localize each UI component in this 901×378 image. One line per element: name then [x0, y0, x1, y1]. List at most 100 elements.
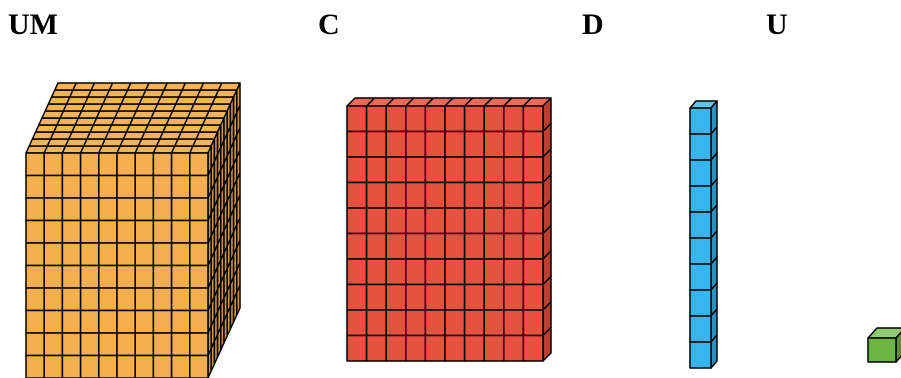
cube-front-cell [99, 266, 117, 289]
cube-front-cell [117, 221, 135, 244]
cube-front-cell [190, 288, 208, 311]
cube-front-cell [44, 176, 62, 199]
rod-front-cell [690, 316, 711, 342]
flat-front-cell [504, 106, 524, 132]
cube-front-cell [190, 176, 208, 199]
cube-front-cell [135, 198, 153, 221]
flat-front-cell [465, 310, 485, 336]
flat-front-cell [445, 285, 465, 311]
cube-front-cell [190, 333, 208, 356]
cube-front-cell [117, 153, 135, 176]
flat-front-cell [484, 234, 504, 260]
flat-front-cell [504, 336, 524, 362]
flat-front-cell [406, 183, 426, 209]
flat-front-cell [386, 183, 406, 209]
rod-front-cell [690, 160, 711, 186]
cube-front-cell [117, 266, 135, 289]
flat-front-cell [425, 259, 445, 285]
cube-front-cell [26, 311, 44, 334]
flat-front-cell [386, 310, 406, 336]
flat-front-cell [386, 208, 406, 234]
cube-front-cell [117, 311, 135, 334]
cube-front-cell [99, 311, 117, 334]
flat-front-cell [523, 106, 543, 132]
cube-front-cell [99, 198, 117, 221]
flat-front-cell [425, 285, 445, 311]
cube-front-cell [26, 176, 44, 199]
cube-front-cell [44, 266, 62, 289]
cube-front-cell [135, 288, 153, 311]
cube-front-cell [26, 266, 44, 289]
unit-front-face [868, 338, 896, 362]
unit-cube-block [868, 328, 901, 362]
flat-front-cell [484, 336, 504, 362]
flat-front-cell [347, 106, 367, 132]
cube-front-cell [172, 266, 190, 289]
flat-front-cell [465, 336, 485, 362]
flat-front-cell [445, 157, 465, 183]
flat-front-cell [367, 157, 387, 183]
cube-front-cell [135, 333, 153, 356]
cube-side-cell [237, 286, 240, 316]
flat-front-cell [406, 310, 426, 336]
cube-front-cell [117, 333, 135, 356]
flat-front-cell [445, 106, 465, 132]
flat-front-cell [465, 234, 485, 260]
flat-front-cell [523, 157, 543, 183]
cube-front-cell [135, 176, 153, 199]
cube-front-cell [99, 221, 117, 244]
cube-front-cell [135, 221, 153, 244]
cube-front-cell [81, 333, 99, 356]
flat-front-cell [523, 285, 543, 311]
flat-front-cell [425, 234, 445, 260]
cube-front-cell [153, 198, 171, 221]
cube-front-cell [172, 176, 190, 199]
cube-front-cell [99, 243, 117, 266]
flat-front-cell [523, 310, 543, 336]
flat-front-cell [484, 183, 504, 209]
flat-front-cell [425, 183, 445, 209]
rod-front-cell [690, 134, 711, 160]
cube-front-cell [44, 288, 62, 311]
flat-front-cell [347, 336, 367, 362]
flat-front-cell [484, 310, 504, 336]
flat-front-cell [484, 132, 504, 158]
cube-front-cell [99, 333, 117, 356]
cube-front-cell [62, 356, 80, 378]
flat-front-cell [465, 183, 485, 209]
cube-front-cell [26, 221, 44, 244]
flat-front-cell [406, 234, 426, 260]
cube-front-cell [26, 153, 44, 176]
cube-front-cell [190, 356, 208, 378]
flat-front-cell [465, 132, 485, 158]
cube-front-cell [153, 176, 171, 199]
flat-front-cell [445, 234, 465, 260]
thousand-cube-block [26, 83, 240, 378]
flat-front-cell [484, 208, 504, 234]
rod-front-cell [690, 290, 711, 316]
flat-front-cell [484, 259, 504, 285]
cube-front-cell [62, 288, 80, 311]
flat-front-cell [386, 285, 406, 311]
cube-front-cell [26, 198, 44, 221]
flat-front-cell [386, 132, 406, 158]
flat-front-cell [445, 208, 465, 234]
cube-front-cell [62, 243, 80, 266]
flat-front-cell [465, 106, 485, 132]
flat-front-cell [465, 157, 485, 183]
cube-front-cell [99, 176, 117, 199]
flat-front-cell [445, 132, 465, 158]
rod-front-cell [690, 342, 711, 368]
flat-front-cell [386, 336, 406, 362]
cube-front-cell [81, 153, 99, 176]
cube-front-cell [81, 356, 99, 378]
flat-front-cell [425, 132, 445, 158]
flat-front-cell [367, 106, 387, 132]
cube-front-cell [153, 243, 171, 266]
flat-front-cell [425, 336, 445, 362]
rod-front-cell [690, 264, 711, 290]
cube-front-cell [44, 333, 62, 356]
flat-front-cell [504, 132, 524, 158]
cube-front-cell [44, 356, 62, 378]
